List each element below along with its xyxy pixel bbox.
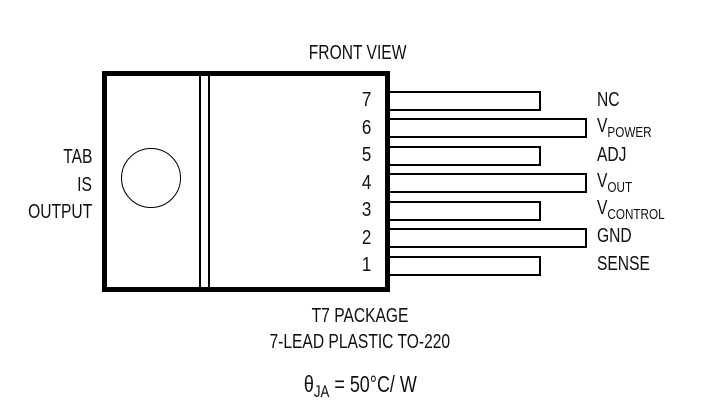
tab-label-line3: OUTPUT — [27, 201, 92, 223]
lead-3 — [390, 201, 541, 221]
pin-number-3: 3 — [362, 199, 372, 221]
pin-name-6: VPOWER — [597, 115, 652, 141]
lead-7 — [390, 91, 541, 111]
lead-1 — [390, 256, 541, 276]
front-view-title: FRONT VIEW — [309, 42, 407, 64]
pin-name-3: VCONTROL — [597, 197, 665, 223]
pin-name-1: SENSE — [597, 253, 650, 275]
pin-name-7: NC — [597, 89, 620, 111]
pin-number-1: 1 — [362, 254, 372, 276]
lead-5 — [390, 146, 541, 166]
tab-separator-line — [208, 76, 210, 287]
package-description: 7-LEAD PLASTIC TO-220 — [269, 331, 451, 353]
pin-number-6: 6 — [362, 117, 372, 139]
tab-separator-line — [199, 76, 201, 287]
lead-6 — [390, 118, 587, 138]
pin-name-2: GND — [597, 225, 632, 247]
package-body — [102, 71, 390, 292]
pin-number-4: 4 — [362, 172, 372, 194]
thermal-resistance: θJA = 50°C/ W — [303, 371, 417, 402]
pin-number-7: 7 — [362, 89, 372, 111]
pin-number-5: 5 — [362, 144, 372, 166]
mounting-hole — [121, 148, 181, 208]
pin-name-4: VOUT — [597, 170, 633, 196]
tab-label-line2: IS — [77, 174, 92, 196]
lead-4 — [390, 173, 587, 193]
lead-2 — [390, 228, 587, 248]
package-name: T7 PACKAGE — [311, 305, 409, 327]
tab-label-line1: TAB — [62, 146, 92, 168]
pin-name-5: ADJ — [597, 144, 627, 166]
pin-number-2: 2 — [362, 227, 372, 249]
